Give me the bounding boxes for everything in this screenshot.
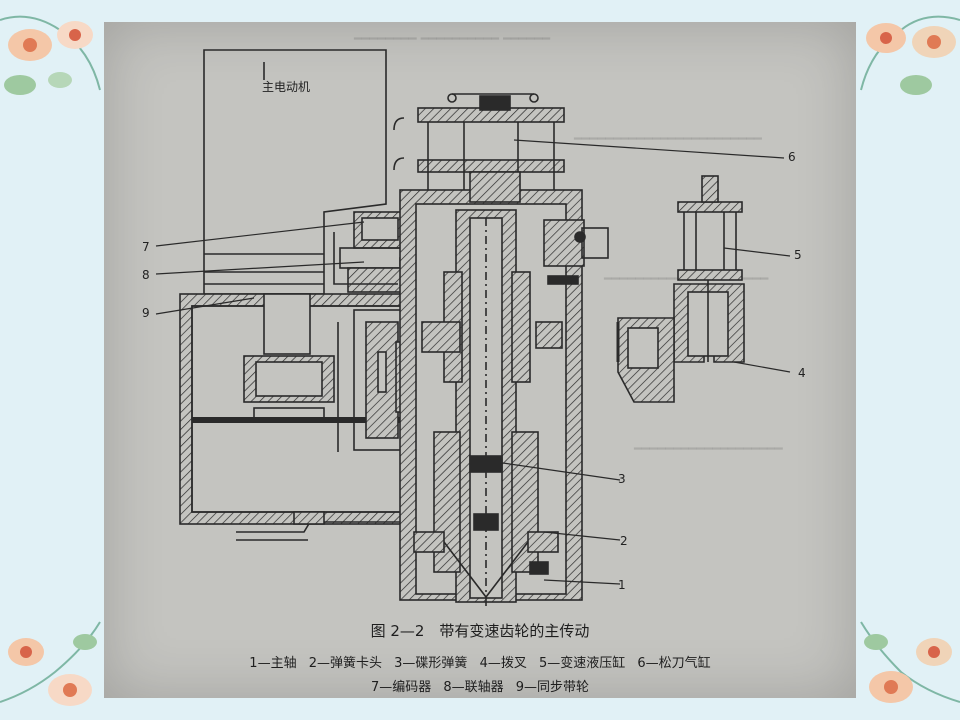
legend-item: 9—同步带轮: [515, 680, 590, 695]
callout-2: 2: [620, 534, 628, 548]
legend-item: 4—拨叉: [479, 656, 527, 671]
leader-line-6: [513, 139, 785, 159]
tool-release-air-cylinder: [393, 93, 565, 203]
leader-line-1: [543, 579, 621, 585]
motor-label: 主电动机: [262, 80, 311, 94]
flower-icon: [0, 621, 101, 706]
callout-5: 5: [794, 248, 802, 262]
figure-caption: 图 2—2 带有变速齿轮的主传动: [370, 622, 590, 640]
leader-line-4: [733, 361, 791, 373]
leader-line-2: [543, 531, 621, 541]
legend-item: 8—联轴器: [443, 680, 504, 695]
callout-6: 6: [788, 150, 796, 164]
flower-icon: [860, 15, 960, 95]
callout-7: 7: [142, 240, 150, 254]
bleed-through-text: ━━━━━━━━━━━━━━━━━━━━━━━━: [574, 132, 762, 147]
callout-4: 4: [798, 366, 806, 380]
legend-item: 2—弹簧卡头: [308, 656, 382, 671]
legend-row-1: 1—主轴 2—弹簧卡头 3—碟形弹簧 4—拨叉 5—变速液压缸 6—松刀气缸: [104, 652, 856, 671]
leader-line-3: [495, 461, 621, 481]
bleed-through-text: ━━━━━━━━━━━━━━━━━━━: [634, 442, 783, 457]
callout-9: 9: [142, 306, 150, 320]
leader-line-5: [723, 247, 791, 257]
shift-block: [543, 219, 609, 285]
callout-3: 3: [618, 472, 626, 486]
flower-icon: [0, 15, 101, 95]
hydraulic-cylinder-and-fork: [616, 175, 745, 403]
leader-line-7: [155, 221, 365, 247]
legend-item: 1—主轴: [249, 656, 297, 671]
leader-line-9: [155, 297, 255, 315]
flower-icon: [860, 621, 960, 703]
leader-line-8: [155, 261, 365, 275]
bleed-through-text: ━━━━━━━━ ━━━━━━━━━━ ━━━━━━: [354, 32, 551, 47]
legend-item: 5—变速液压缸: [538, 656, 626, 671]
figure-photo: ━━━━━━━━ ━━━━━━━━━━ ━━━━━━ ━━━━━━━━━━━━━…: [104, 22, 856, 698]
callout-8: 8: [142, 268, 150, 282]
drain-pipe: [236, 511, 400, 541]
legend-item: 3—碟形弹簧: [394, 656, 468, 671]
legend-row-2: 7—编码器 8—联轴器 9—同步带轮: [104, 676, 856, 695]
callout-1: 1: [618, 578, 626, 592]
legend-item: 6—松刀气缸: [637, 656, 711, 671]
legend-item: 7—编码器: [370, 680, 432, 695]
spindle-drive-diagram: [155, 49, 791, 606]
